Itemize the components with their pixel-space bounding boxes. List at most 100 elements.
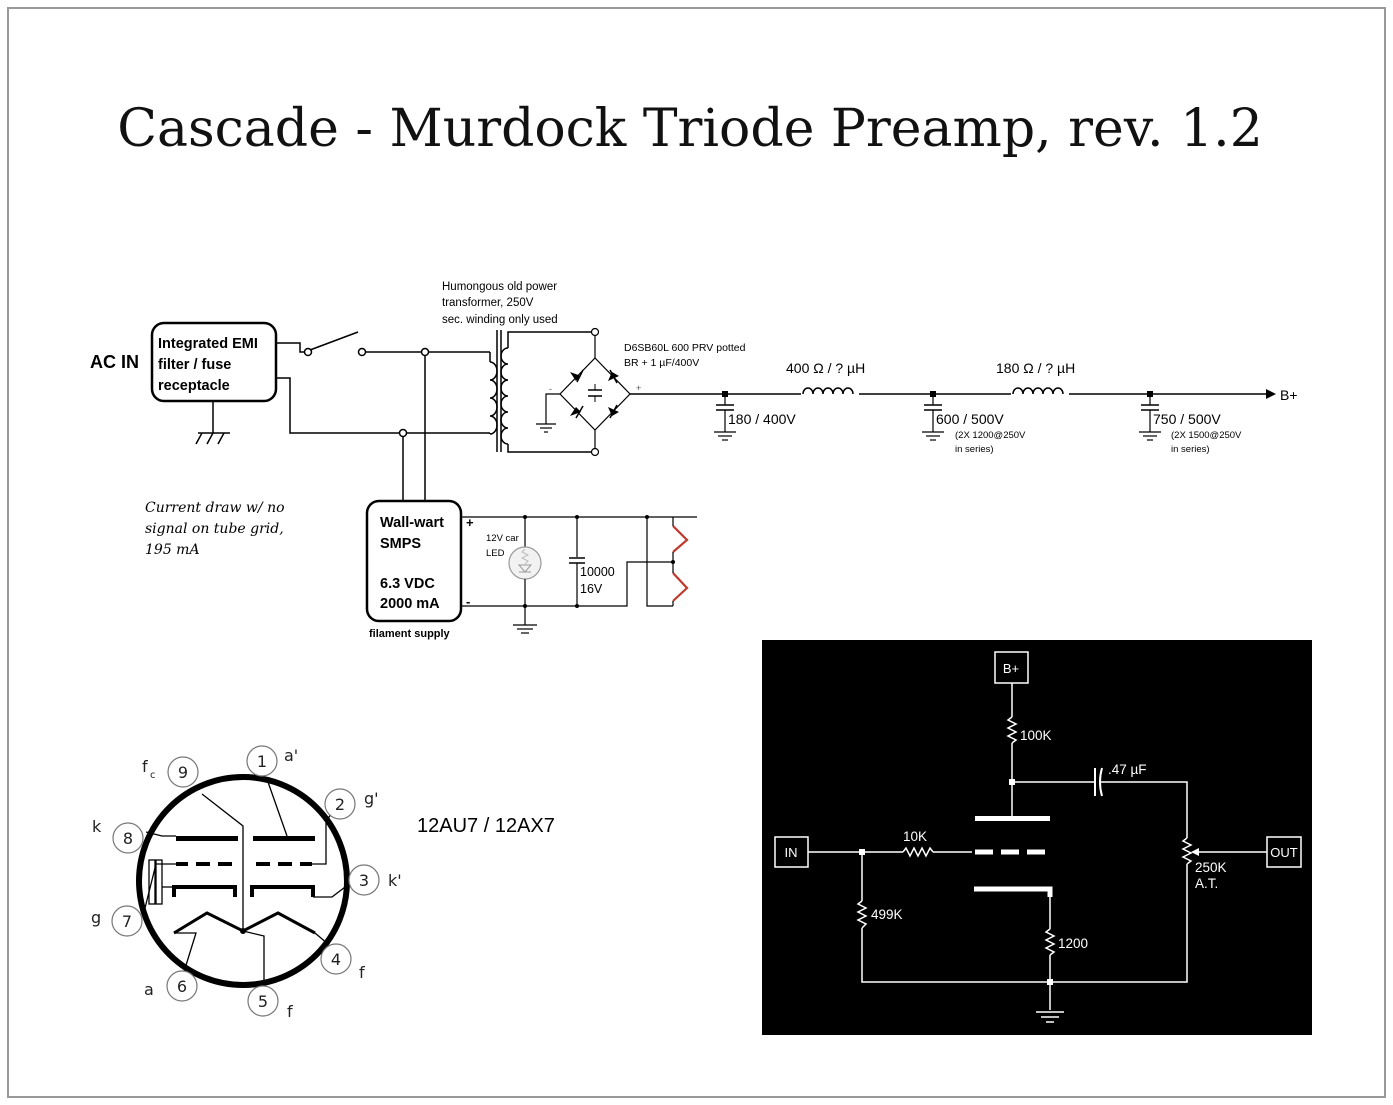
tube-pin-2: 2 xyxy=(324,788,356,820)
c2-label: 600 / 500V xyxy=(936,411,1004,427)
filament-capacitor xyxy=(569,517,585,606)
pin-number: 4 xyxy=(331,950,341,969)
pin-9-label: f xyxy=(142,757,148,776)
tube-pinout-diagram: 1 2 3 4 5 6 7 8 9 a' g' k' f f a g k f c xyxy=(91,745,402,1021)
heater-filament-icon xyxy=(577,517,689,607)
pin-6-label: a xyxy=(144,980,154,999)
filter-capacitor-3 xyxy=(1139,391,1161,441)
filament-supply-section: Wall-wart SMPS 6.3 VDC 2000 mA + - filam… xyxy=(365,499,697,640)
pin-5-label: f xyxy=(287,1002,293,1021)
tube-pin-4: 4 xyxy=(320,943,352,975)
coupling-cap-label: .47 µF xyxy=(1108,762,1147,777)
pin-number: 6 xyxy=(177,977,187,996)
tube-pin-9: 9 xyxy=(167,756,199,788)
gain-stage-panel xyxy=(762,640,1312,1035)
pot-label-line2: A.T. xyxy=(1195,876,1218,891)
pin-4-label: f xyxy=(359,963,365,982)
cathode-resistor-label: 1200 xyxy=(1058,936,1088,951)
current-note-line3: 195 mA xyxy=(145,542,200,558)
power-supply-section: AC IN Integrated EMI filter / fuse recep… xyxy=(90,281,1298,503)
stage-bplus-label: B+ xyxy=(1003,661,1019,676)
pin-7-label: g xyxy=(91,908,101,927)
c3-note-line1: (2X 1500@250V xyxy=(1171,430,1242,441)
tube-pin-6: 6 xyxy=(166,970,198,1002)
bridge-label-line2: BR + 1 µF/400V xyxy=(624,357,699,369)
smps-line1: Wall-wart xyxy=(380,515,444,531)
chassis-ground-symbol xyxy=(195,401,230,445)
pin-number: 3 xyxy=(359,871,369,890)
smps-minus-label: - xyxy=(466,594,470,609)
emi-label-line2: filter / fuse xyxy=(158,357,231,373)
c3-note-line2: in series) xyxy=(1171,444,1210,455)
bridge-label-line1: D6SB60L 600 PRV potted xyxy=(624,342,746,354)
smps-plus-label: + xyxy=(466,515,474,530)
led-indicator-icon xyxy=(508,517,542,606)
input-label: IN xyxy=(785,845,798,860)
pin-number: 9 xyxy=(178,763,188,782)
smps-box xyxy=(365,499,463,623)
current-note-line2: signal on tube grid, xyxy=(145,521,284,537)
tube-pin-3: 3 xyxy=(348,864,380,896)
triode-cathode xyxy=(974,886,1053,897)
pot-label-line1: 250K xyxy=(1195,860,1227,875)
tube-pin-1: 1 xyxy=(246,745,278,777)
emi-filter-box xyxy=(150,321,278,403)
grid-leak-label: 499K xyxy=(871,907,903,922)
filter-capacitor-2 xyxy=(922,391,944,441)
pin-number: 2 xyxy=(335,795,345,814)
transformer-label-line1: Humongous old power xyxy=(442,281,557,293)
smps-line5: 2000 mA xyxy=(380,596,440,612)
filament-cap-label-line2: 16V xyxy=(580,582,603,596)
bplus-label: B+ xyxy=(1280,387,1298,403)
current-note-line1: Current draw w/ no xyxy=(145,500,285,516)
grid-stopper-label: 10K xyxy=(903,829,927,844)
l2-label: 180 Ω / ? µH xyxy=(996,360,1075,376)
transformer-label-line2: transformer, 250V xyxy=(442,297,534,309)
mains-switch xyxy=(276,331,490,503)
led-label-line1: 12V car xyxy=(486,533,519,544)
tube-pin-7: 7 xyxy=(111,905,143,937)
c1-label: 180 / 400V xyxy=(728,411,796,427)
c3-label: 750 / 500V xyxy=(1153,411,1221,427)
bridge-rectifier xyxy=(536,336,1268,448)
bplus-arrow-icon xyxy=(1266,389,1276,399)
page-title: Cascade - Murdock Triode Preamp, rev. 1.… xyxy=(117,99,1263,159)
filament-caption: filament supply xyxy=(369,628,451,640)
pin-2-label: g' xyxy=(364,789,379,808)
c2-note-line1: (2X 1200@250V xyxy=(955,430,1026,441)
triode-plate xyxy=(975,816,1050,821)
l1-label: 400 Ω / ? µH xyxy=(786,360,865,376)
led-label-line2: LED xyxy=(486,548,505,559)
tube-pin-8: 8 xyxy=(112,822,144,854)
choke-2 xyxy=(1011,387,1069,398)
c2-note-line2: in series) xyxy=(955,444,994,455)
filament-cap-label-line1: 10000 xyxy=(580,565,615,579)
output-box xyxy=(1266,836,1302,868)
pin-number: 8 xyxy=(123,829,133,848)
emi-label-line1: Integrated EMI xyxy=(158,336,258,352)
smps-line2: SMPS xyxy=(380,536,421,552)
filament-ground-symbol xyxy=(513,606,537,634)
pin-1-label: a' xyxy=(284,746,298,765)
ac-in-label: AC IN xyxy=(90,352,139,372)
plate-resistor-label: 100K xyxy=(1020,728,1052,743)
choke-1 xyxy=(801,387,859,398)
filter-capacitor-1 xyxy=(714,391,736,441)
pin-number: 7 xyxy=(122,912,132,931)
pin-3-label: k' xyxy=(388,871,402,890)
pin-9-subscript: c xyxy=(150,770,156,781)
pin-8-label: k xyxy=(92,817,102,836)
bridge-plus-label: + xyxy=(636,383,641,393)
gain-stage-schematic: B+ 100K .47 µF IN 10K 499K xyxy=(762,640,1312,1035)
transformer-label-line3: sec. winding only used xyxy=(442,314,558,326)
pin-number: 5 xyxy=(258,992,268,1011)
bridge-minus-label: - xyxy=(549,384,552,394)
pin-number: 1 xyxy=(257,752,267,771)
volume-pot-icon xyxy=(1181,837,1193,865)
emi-label-line3: receptacle xyxy=(158,378,230,394)
tube-type-label: 12AU7 / 12AX7 xyxy=(417,815,555,837)
smps-line4: 6.3 VDC xyxy=(380,576,435,592)
tube-pin-5: 5 xyxy=(247,985,279,1017)
power-transformer xyxy=(489,327,600,457)
